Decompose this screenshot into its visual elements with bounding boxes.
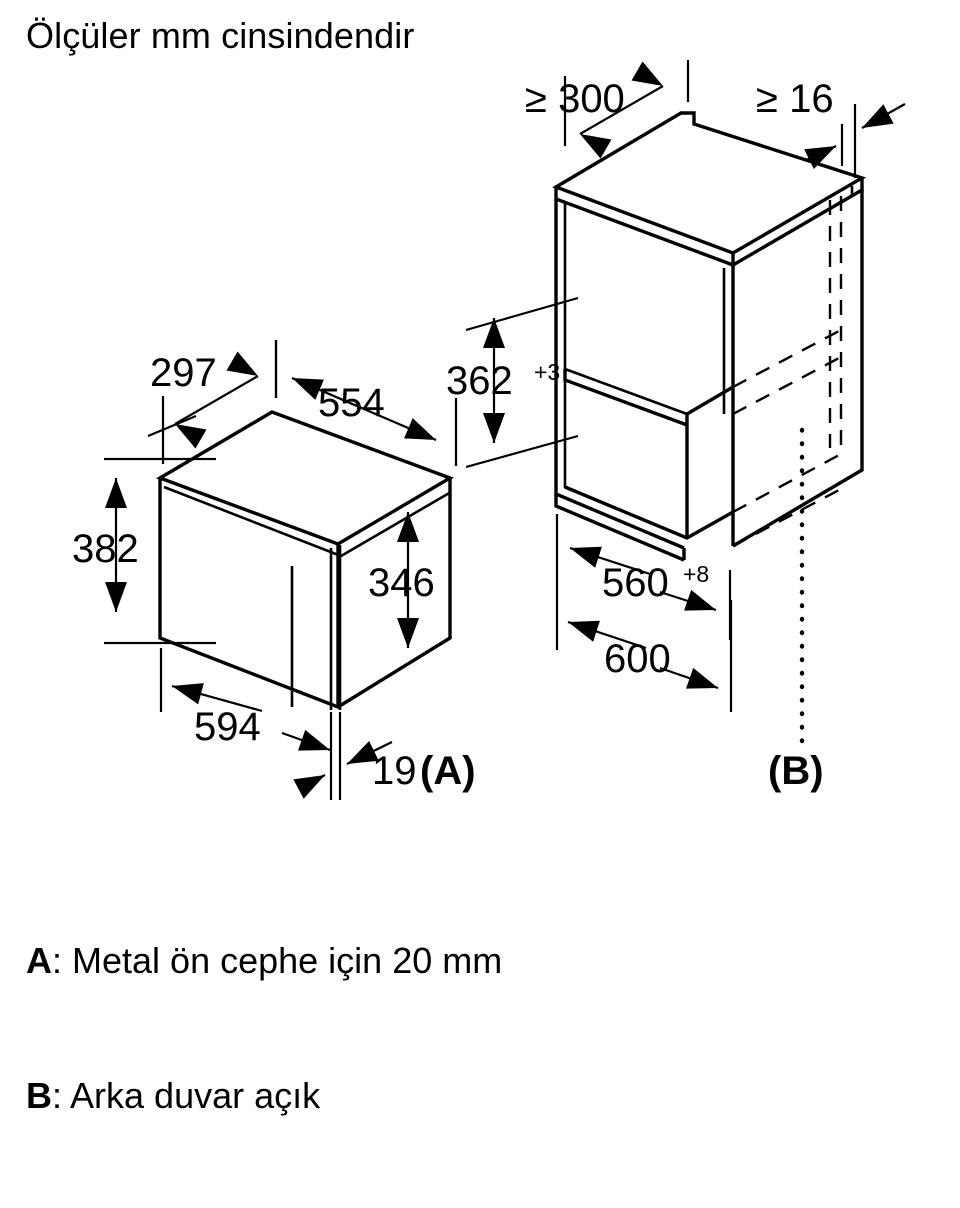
dim-554: 554: [274, 340, 458, 466]
dimension-drawing-canvas: 297 554 382 346: [72, 60, 906, 800]
dim-554-label: 554: [318, 381, 385, 425]
appliance-isometric-body: [156, 410, 454, 710]
dim-346: 346: [368, 512, 435, 648]
dim-cabinet-width-600: 600: [555, 592, 733, 712]
legend-key-a: A: [26, 940, 52, 981]
legend-row-a: A: Metal ön cephe için 20 mm: [26, 938, 502, 983]
legend-text-a: Metal ön cephe için 20 mm: [72, 940, 503, 981]
dim-560-label: 560: [602, 561, 669, 605]
dim-niche-height-362: 362 +3: [446, 296, 579, 469]
dim-niche-width-560: 560 +8: [555, 514, 732, 640]
dim-top-clearance-300: ≥ 300: [525, 60, 690, 159]
dim-362-tolerance: +3: [534, 359, 560, 385]
legend-block: A: Metal ön cephe için 20 mm B: Arka duv…: [26, 848, 502, 1208]
dim-600-label: 600: [604, 637, 671, 681]
dim-300-label: ≥ 300: [525, 77, 625, 121]
dim-594-label: 594: [194, 705, 261, 749]
dim-382-label: 382: [72, 527, 139, 571]
dim-594: 594: [159, 648, 334, 761]
cabinet-isometric-body: [552, 111, 867, 562]
legend-text-b: Arka duvar açık: [70, 1075, 321, 1116]
legend-sep-b: :: [52, 1075, 71, 1116]
legend-key-b: B: [26, 1075, 52, 1116]
ref-B-label: (B): [768, 749, 824, 793]
dim-362-label: 362: [446, 359, 513, 403]
ref-A-label: (A): [420, 749, 476, 793]
legend-row-b: B: Arka duvar açık: [26, 1073, 502, 1118]
dim-19-A: 19 (A): [293, 712, 476, 800]
dim-19-label: 19: [372, 749, 417, 793]
dim-16-label: ≥ 16: [756, 77, 834, 121]
page-title: Ölçüler mm cinsindendir: [26, 15, 415, 56]
dim-side-thickness-16: ≥ 16: [756, 77, 906, 178]
technical-drawing-page: Ölçüler mm cinsindendir: [26, 15, 906, 1116]
rear-wall-open-indicator: (B): [768, 427, 824, 793]
dim-297-label: 297: [150, 351, 217, 395]
dim-560-tolerance: +8: [683, 561, 709, 587]
dim-346-label: 346: [368, 561, 435, 605]
legend-sep-a: :: [52, 940, 73, 981]
dim-382: 382: [72, 457, 216, 645]
